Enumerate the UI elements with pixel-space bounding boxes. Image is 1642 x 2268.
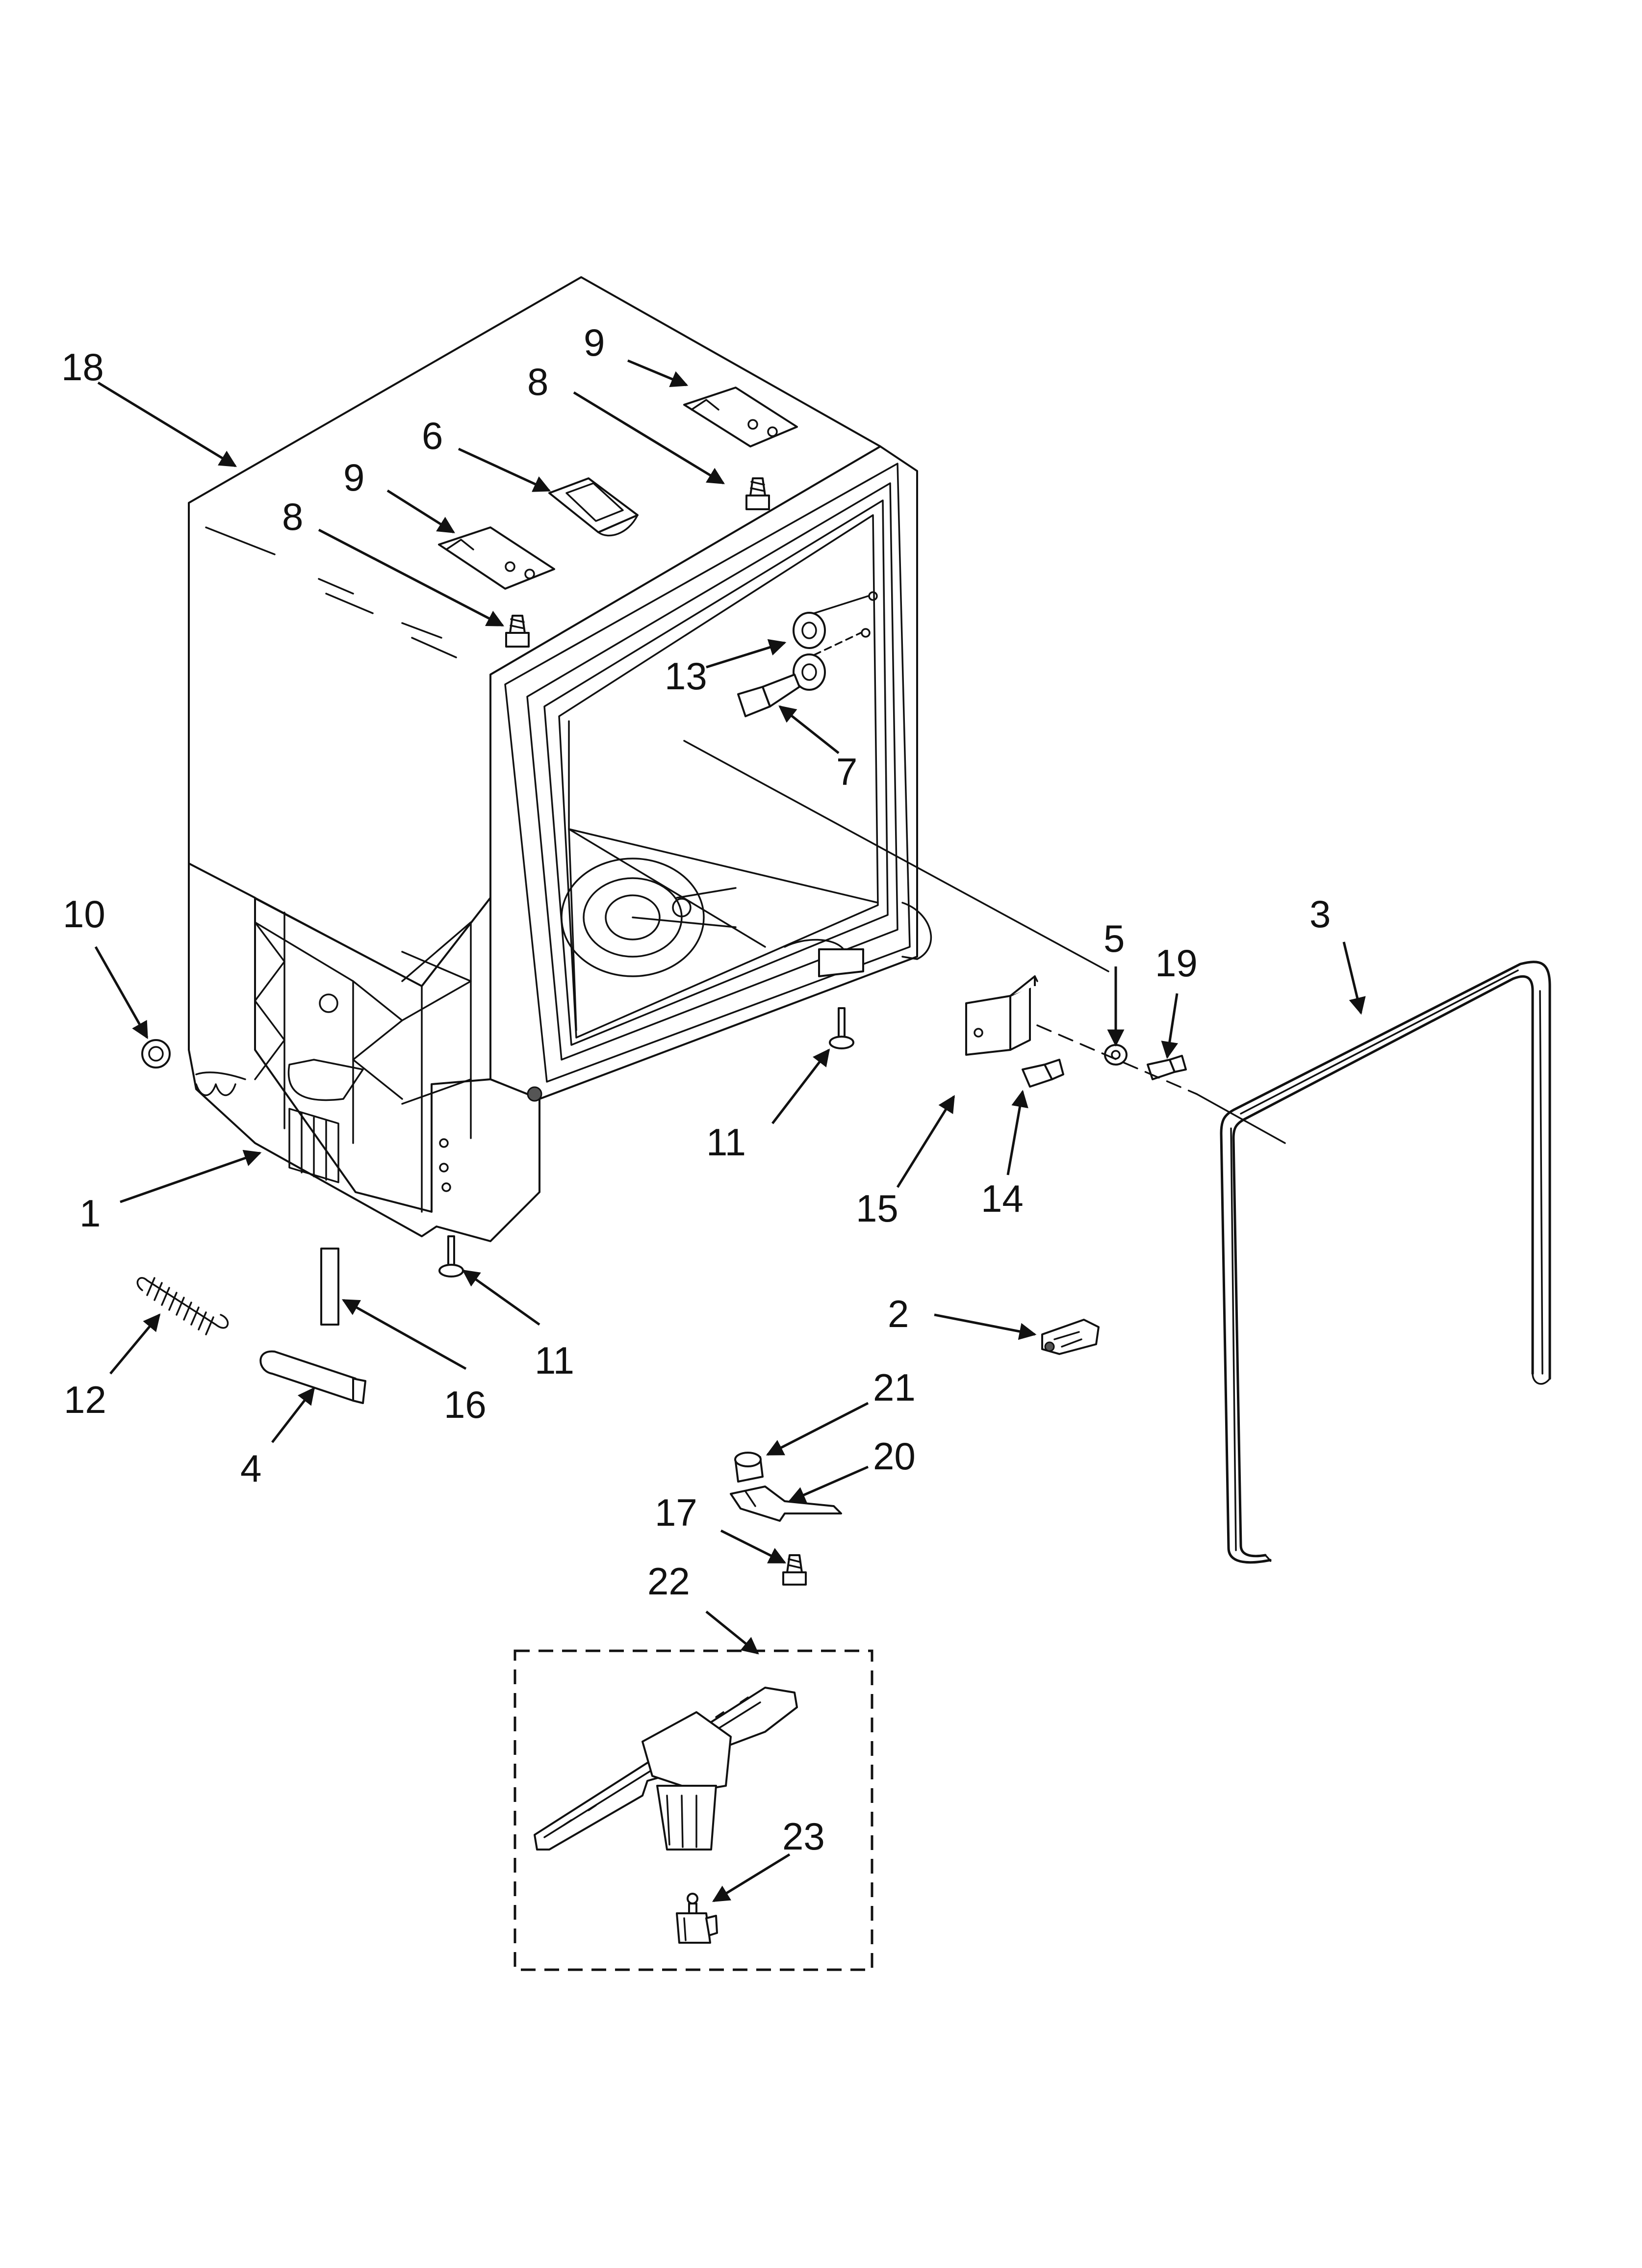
part-22-spray-arm-support xyxy=(534,1687,798,1851)
part-22-kit-box xyxy=(513,1649,873,1971)
part-13-rollers xyxy=(793,591,878,691)
callout-7: 7 xyxy=(836,750,857,793)
callout-12: 12 xyxy=(64,1378,106,1421)
part-20-bracket xyxy=(730,1486,842,1522)
part-4-cover xyxy=(259,1350,366,1404)
tub-axis-line xyxy=(683,740,1109,972)
callout-2: 2 xyxy=(888,1292,909,1335)
part-10-plug xyxy=(141,1039,171,1069)
callout-5: 5 xyxy=(1103,917,1125,960)
part-5-washer xyxy=(1104,1044,1128,1066)
part-23-valve xyxy=(676,1893,718,1944)
part-2-latch xyxy=(1041,1319,1100,1355)
part-15-bracket xyxy=(965,975,1038,1056)
callout-8-lower: 8 xyxy=(282,495,303,538)
part-11-foot-upper xyxy=(829,1007,854,1049)
callout-9-upper: 9 xyxy=(584,321,605,364)
callout-10: 10 xyxy=(63,892,105,936)
callout-14: 14 xyxy=(981,1177,1024,1220)
part-6-top-clip xyxy=(548,477,639,537)
callout-3: 3 xyxy=(1309,892,1331,936)
callout-16: 16 xyxy=(444,1383,487,1426)
callout-22: 22 xyxy=(647,1560,690,1603)
part-8-screw-right xyxy=(745,477,770,510)
tub-assembly xyxy=(188,276,932,1242)
callout-4: 4 xyxy=(240,1447,261,1490)
callout-19: 19 xyxy=(1155,941,1198,985)
callout-1: 1 xyxy=(79,1192,101,1235)
part-7-screw xyxy=(737,674,800,717)
centre-line xyxy=(1036,1024,1198,1095)
callout-labels: 18 9 8 6 9 8 13 7 10 5 19 3 11 15 14 1 1… xyxy=(61,321,1331,1858)
part-12-spring xyxy=(136,1277,229,1335)
callout-18: 18 xyxy=(61,345,104,389)
callout-21: 21 xyxy=(873,1366,916,1409)
callout-6: 6 xyxy=(422,414,443,457)
part-21-bumper xyxy=(734,1452,764,1483)
part-17-screw xyxy=(782,1554,807,1586)
part-3-door-gasket xyxy=(1220,961,1551,1564)
part-9-bracket-left xyxy=(438,526,555,590)
callout-15: 15 xyxy=(856,1187,898,1230)
callout-11-lower: 11 xyxy=(535,1339,574,1382)
callout-9-lower: 9 xyxy=(343,456,364,499)
leader-lines xyxy=(94,359,1366,1903)
callout-11-upper: 11 xyxy=(706,1121,746,1164)
callout-17: 17 xyxy=(655,1491,697,1534)
part-9-bracket-right xyxy=(683,387,798,447)
callout-23: 23 xyxy=(782,1815,825,1858)
callout-20: 20 xyxy=(873,1434,916,1478)
callout-13: 13 xyxy=(665,654,707,698)
part-11-foot-lower xyxy=(438,1235,464,1277)
part-8-screw-left xyxy=(505,615,530,648)
tub-axis-line-end xyxy=(1196,1093,1286,1144)
part-14-screw xyxy=(1022,1059,1064,1088)
callout-8-upper: 8 xyxy=(527,360,548,403)
part-16-strip xyxy=(320,1248,339,1326)
